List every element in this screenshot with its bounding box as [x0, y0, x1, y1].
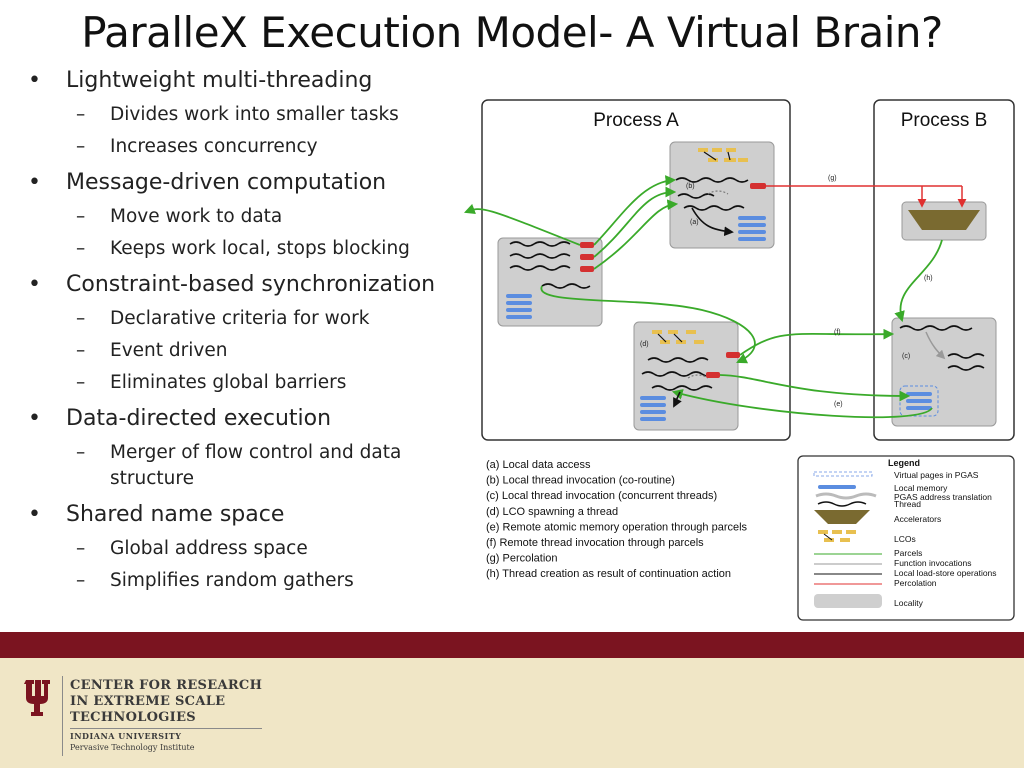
execution-model-diagram: Process A Process B [463, 99, 1015, 621]
sub-bullet-item: –Eliminates global barriers [76, 372, 347, 393]
legend-item-label: Virtual pages in PGAS [894, 470, 979, 480]
iu-trident-logo [24, 680, 50, 716]
legend-item-label: LCOs [894, 534, 916, 544]
label-a: (a) [690, 219, 699, 226]
locality-left [497, 237, 603, 327]
university-name: INDIANA UNIVERSITY Pervasive Technology … [70, 731, 194, 753]
process-b-label: Process B [901, 110, 988, 131]
caption-line: (b) Local thread invocation (co-routine) [486, 475, 675, 487]
center-name-line2: IN EXTREME SCALE [70, 694, 226, 709]
caption-line: (a) Local data access [486, 459, 591, 471]
legend-item-label: Accelerators [894, 514, 941, 524]
legend-item-label: Locality [894, 598, 924, 608]
sub-bullet-item: –Simplifies random gathers [76, 570, 354, 591]
accelerator-shape [908, 210, 980, 230]
footer-divider-horizontal [70, 728, 262, 729]
slide-title: ParalleX Execution Model- A Virtual Brai… [81, 8, 943, 57]
footer: CENTER FOR RESEARCH IN EXTREME SCALE TEC… [0, 658, 1024, 768]
bullet-item: Shared name space [28, 500, 468, 530]
caption-line: (e) Remote atomic memory operation throu… [486, 521, 748, 533]
legend-item-label: Function invocations [894, 558, 972, 568]
sub-bullet-item: –Global address space [76, 538, 308, 559]
bullet-item: Lightweight multi-threading [28, 66, 468, 96]
sub-bullet-item: –Declarative criteria for work [76, 308, 370, 329]
label-c: (c) [902, 353, 910, 360]
center-name-line1: CENTER FOR RESEARCH [70, 678, 263, 693]
label-f: (f) [834, 329, 841, 336]
process-a-label: Process A [593, 110, 679, 131]
label-e: (e) [834, 401, 843, 408]
caption-line: (c) Local thread invocation (concurrent … [486, 490, 717, 502]
legend-item-label: Percolation [894, 578, 937, 588]
bullet-item: Data-directed execution [28, 404, 468, 434]
legend-item-label: Local memory [894, 483, 948, 493]
label-b: (b) [686, 183, 695, 190]
footer-divider-vertical [62, 676, 63, 756]
sub-bullet-item: –Increases concurrency [76, 136, 318, 157]
legend-title: Legend [888, 458, 920, 468]
center-name-line3: TECHNOLOGIES [70, 710, 196, 725]
sub-bullet-item: –Event driven [76, 340, 228, 361]
legend-item-label: Local load-store operations [894, 568, 997, 578]
legend-item-label: PGAS address translation [894, 492, 992, 502]
legend-item-label: Thread [894, 499, 921, 509]
caption-line: (d) LCO spawning a thread [486, 506, 618, 518]
caption-line: (h) Thread creation as result of continu… [486, 568, 731, 580]
caption-line: (f) Remote thread invocation through par… [486, 537, 704, 549]
sub-bullet-item: –Keeps work local, stops blocking [76, 238, 410, 259]
label-d: (d) [640, 341, 649, 348]
center-name: CENTER FOR RESEARCH IN EXTREME SCALE TEC… [70, 678, 262, 726]
label-g: (g) [828, 175, 837, 182]
label-h: (h) [924, 275, 933, 282]
university-label: INDIANA UNIVERSITY [70, 731, 182, 741]
footer-bar [0, 632, 1024, 658]
bullet-item: Constraint-based synchronization [28, 270, 468, 300]
caption-line: (g) Percolation [486, 553, 558, 565]
sub-bullet-item: –Divides work into smaller tasks [76, 104, 399, 125]
institute-label: Pervasive Technology Institute [70, 743, 195, 752]
sub-bullet-item: –Merger of flow control and data structu… [76, 442, 402, 489]
legend-item-label: Parcels [894, 548, 922, 558]
bullet-list: Lightweight multi-threading –Divides work… [28, 66, 468, 594]
sub-bullet-item: –Move work to data [76, 206, 283, 227]
bullet-item: Message-driven computation [28, 168, 468, 198]
